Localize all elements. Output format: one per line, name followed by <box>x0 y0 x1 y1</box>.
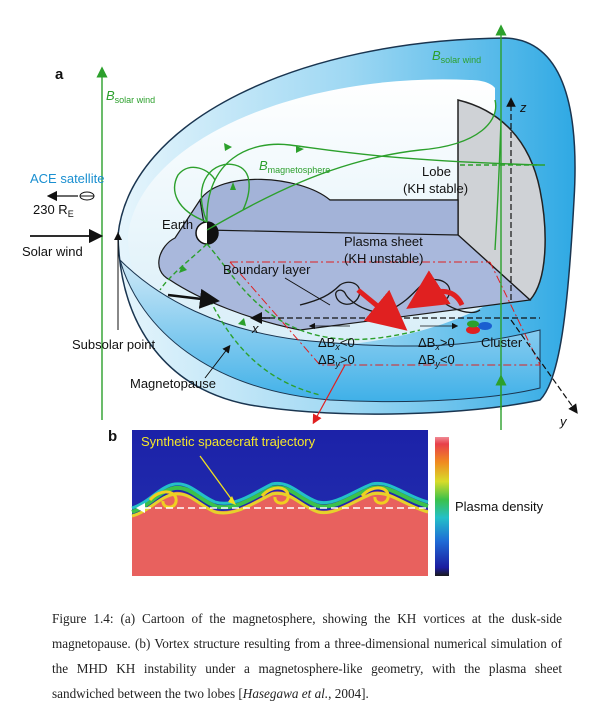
panel-b: b Synthetic spacecraft trajectory Plasma… <box>108 428 544 576</box>
red-flow-arrow-1 <box>356 288 408 331</box>
field-line-loop-b <box>174 166 216 223</box>
b-solar-wind-right-label: Bsolar wind <box>432 48 481 65</box>
ace-satellite-icon <box>79 191 95 201</box>
magnetopause-pointer <box>204 344 231 379</box>
distance-label: 230 RE <box>33 202 74 219</box>
magnetopause-lower <box>118 258 541 403</box>
panel-link-arrow <box>312 364 346 425</box>
magnetopause-label: Magnetopause <box>130 376 216 391</box>
boundary-layer-label: Boundary layer <box>223 262 311 277</box>
red-flow-arrow-2 <box>406 270 465 309</box>
plasma-density-label: Plasma density <box>455 499 544 514</box>
trajectory-arrowhead <box>136 503 145 513</box>
trajectory-pointer-head <box>228 496 236 505</box>
field-line-magnetosphere <box>206 143 541 223</box>
field-line-loop-a <box>200 163 250 223</box>
subsolar-point-label: Subsolar point <box>72 337 155 352</box>
field-line-dashed-left <box>159 243 208 291</box>
panel-b-label: b <box>108 428 117 445</box>
b-magnetosphere-label: Bmagnetosphere <box>259 158 330 175</box>
x-axis-label: x <box>251 321 259 336</box>
field-line-right-upper <box>494 119 502 251</box>
field-line-open <box>206 99 497 231</box>
plasma-sheet-label: Plasma sheet <box>344 234 423 249</box>
simulation-boundary-cyan <box>131 481 429 510</box>
z-axis-label: z <box>519 100 527 115</box>
trajectory-label: Synthetic spacecraft trajectory <box>141 434 316 449</box>
field-line-dashed-bottom <box>209 299 321 396</box>
lobe-note-label: (KH stable) <box>403 181 468 196</box>
simulation-vortex-1 <box>148 490 178 509</box>
y-axis-label: y <box>559 414 568 429</box>
cluster-satellite-icon <box>466 320 492 334</box>
earth-label: Earth <box>162 217 193 232</box>
b-solar-wind-left-label: Bsolar wind <box>106 88 155 105</box>
delta-by-left-label: ΔBy>0 <box>318 352 355 369</box>
field-arrow-3 <box>179 265 187 273</box>
field-arrow-1 <box>224 143 232 151</box>
lobe-top <box>199 178 459 236</box>
ace-satellite-label: ACE satellite <box>30 171 104 186</box>
trajectory-pointer <box>199 455 233 501</box>
cluster-label: Cluster <box>481 335 523 350</box>
delta-bx-left-label: ΔBx<0 <box>318 335 355 352</box>
y-axis-line <box>510 319 578 414</box>
solar-wind-label: Solar wind <box>22 244 83 259</box>
boundary-dashdot <box>229 261 541 366</box>
field-line-dashed-boundary <box>206 243 421 341</box>
flow-arrow <box>167 288 220 309</box>
panel-a-label: a <box>55 66 64 83</box>
subsolar-point-marker <box>114 232 122 240</box>
colorbar <box>435 437 449 576</box>
field-arrow-2 <box>296 146 304 153</box>
field-arrow-5 <box>230 182 236 190</box>
delta-by-right-label: ΔBy<0 <box>418 352 455 369</box>
kh-vortex-1 <box>299 281 391 314</box>
simulation-vortex-2 <box>260 486 290 505</box>
field-arrow-4 <box>238 318 246 326</box>
simulation-vortex-3 <box>360 486 390 505</box>
lobe-label: Lobe <box>422 164 451 179</box>
figure-caption: Figure 1.4: (a) Cartoon of the magnetosp… <box>52 611 562 702</box>
plasma-sheet-note-label: (KH unstable) <box>344 251 423 266</box>
simulation-dense-region <box>132 491 428 576</box>
panel-a: a Bsolar wind Bsolar wind Bmagnetosphere… <box>22 24 578 430</box>
delta-bx-right-label: ΔBx>0 <box>418 335 455 352</box>
boundary-layer-pointer <box>284 277 331 306</box>
